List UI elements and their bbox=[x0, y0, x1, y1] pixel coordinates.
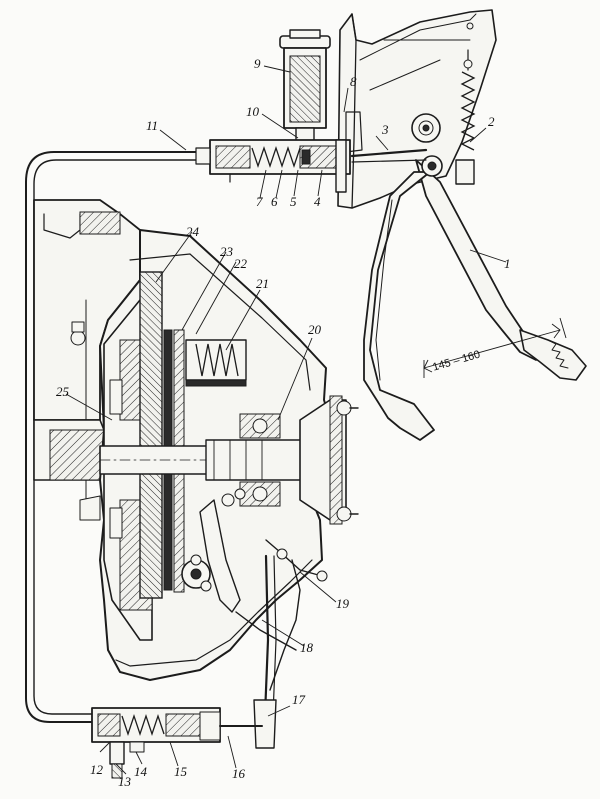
label-10: 10 bbox=[246, 104, 260, 119]
leader-lines bbox=[65, 65, 507, 775]
label-19: 19 bbox=[336, 596, 350, 611]
release-rod bbox=[253, 554, 301, 749]
label-8: 8 bbox=[350, 74, 357, 89]
pedal-bracket bbox=[337, 9, 497, 209]
fluid-reservoir bbox=[279, 29, 331, 143]
dimension-text: 145 – 160 bbox=[431, 349, 481, 374]
master-cylinder bbox=[209, 139, 351, 193]
flywheel bbox=[103, 271, 163, 641]
label-20: 20 bbox=[308, 322, 322, 337]
label-11: 11 bbox=[146, 118, 158, 133]
label-23: 23 bbox=[220, 244, 234, 259]
slave-cylinder bbox=[91, 707, 263, 779]
label-22: 22 bbox=[234, 256, 248, 271]
release-fork bbox=[181, 499, 328, 651]
clutch-pedal bbox=[363, 113, 587, 441]
label-6: 6 bbox=[271, 194, 278, 209]
label-2: 2 bbox=[488, 114, 495, 129]
label-4: 4 bbox=[314, 194, 321, 209]
engine-block bbox=[33, 199, 149, 521]
label-5: 5 bbox=[290, 194, 297, 209]
label-3: 3 bbox=[381, 122, 389, 137]
label-15: 15 bbox=[174, 764, 188, 779]
return-spring bbox=[455, 49, 476, 185]
release-bearing bbox=[221, 413, 281, 507]
label-18: 18 bbox=[300, 640, 314, 655]
label-9: 9 bbox=[254, 56, 261, 71]
label-21: 21 bbox=[256, 276, 269, 291]
label-24: 24 bbox=[186, 224, 200, 239]
label-14: 14 bbox=[134, 764, 148, 779]
pressure-spring bbox=[185, 339, 247, 387]
output-flange bbox=[299, 395, 359, 525]
master-push-rod bbox=[350, 148, 428, 163]
label-25: 25 bbox=[56, 384, 70, 399]
label-16: 16 bbox=[232, 766, 246, 781]
label-12: 12 bbox=[90, 762, 104, 777]
label-13: 13 bbox=[118, 774, 132, 789]
label-1: 1 bbox=[504, 256, 511, 271]
label-17: 17 bbox=[292, 692, 306, 707]
part-number-labels: 1 2 3 4 5 6 7 8 9 10 11 12 13 14 15 16 1… bbox=[56, 56, 511, 789]
label-7: 7 bbox=[256, 194, 263, 209]
